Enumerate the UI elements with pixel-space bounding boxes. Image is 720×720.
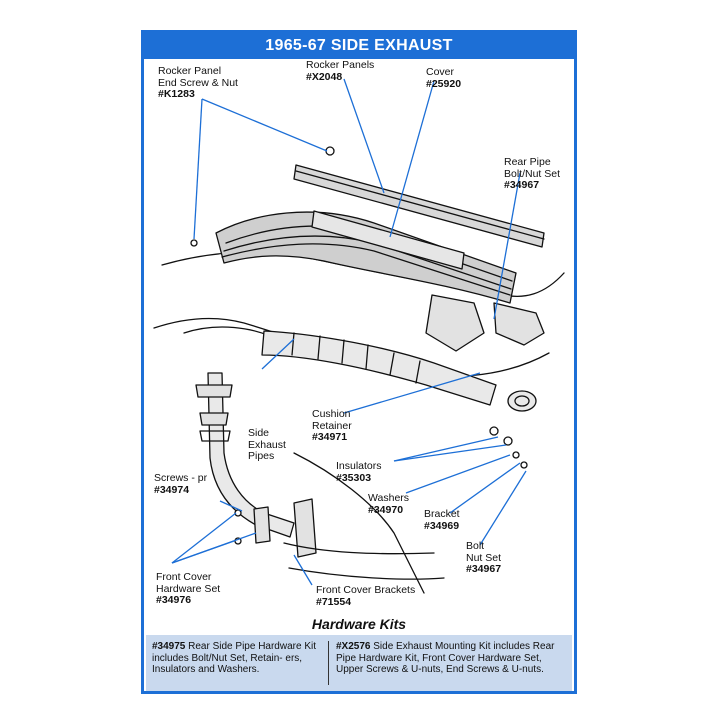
label-cushion-retainer: Cushion Retainer #34971 [312, 408, 352, 443]
label-screws: Screws - pr #34974 [154, 472, 208, 496]
label-front-cover-brackets: Front Cover Brackets #71554 [316, 584, 416, 608]
label-rocker-panels: Rocker Panels #X2048 [306, 59, 375, 83]
diagram-frame: 1965-67 SIDE EXHAUST [141, 30, 577, 694]
leader-lines [171, 78, 527, 586]
hardware-kits-title: Hardware Kits [311, 616, 407, 632]
kit-rear-side-pipe: #34975 Rear Side Pipe Hardware Kit inclu… [152, 641, 316, 675]
label-bracket: Bracket #34969 [424, 508, 460, 532]
exhaust-cover [215, 211, 517, 304]
label-washers: Washers #34970 [368, 492, 410, 516]
label-insulators: Insulators #35303 [336, 460, 382, 484]
exhaust-pipe [261, 330, 497, 406]
kit-side-exhaust-mounting: #X2576 Side Exhaust Mounting Kit include… [336, 641, 555, 675]
hardware-kits-panel: #34975 Rear Side Pipe Hardware Kit inclu… [146, 635, 572, 691]
kit-divider [328, 641, 329, 685]
exhaust-illustration [153, 78, 565, 594]
label-rocker-screw: Rocker Panel End Screw & Nut #K1283 [158, 65, 238, 100]
rear-mount-bracket [425, 294, 485, 352]
tailpipe [507, 390, 537, 412]
diagram-title: 1965-67 SIDE EXHAUST [144, 33, 574, 59]
label-cover: Cover #25920 [426, 66, 462, 90]
rocker-panel [293, 164, 545, 248]
front-cover-bracket [293, 498, 317, 558]
label-rear-pipe-bolt: Rear Pipe Bolt/Nut Set #34967 [504, 156, 561, 191]
front-downpipe [207, 372, 295, 538]
label-front-cover-hw: Front Cover Hardware Set #34976 [156, 571, 221, 606]
label-bolt-nut: Bolt Nut Set #34967 [466, 540, 502, 575]
label-side-exhaust: Side Exhaust Pipes [248, 427, 286, 462]
